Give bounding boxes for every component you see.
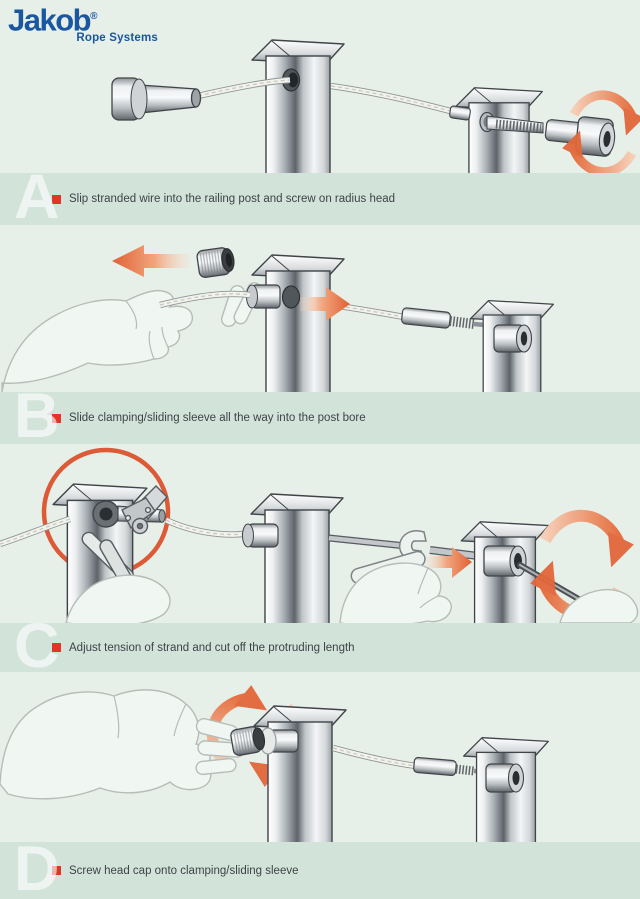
step-caption-text: Adjust tension of strand and cut off the…	[69, 641, 355, 654]
arrow-left-icon	[112, 245, 190, 277]
step-c-illustration	[0, 447, 640, 623]
thread	[449, 316, 475, 329]
step-letter: C	[14, 610, 60, 681]
post-fitting	[493, 324, 533, 353]
railing-post	[253, 705, 347, 842]
swage-terminal	[449, 105, 471, 121]
head-cap	[230, 726, 266, 756]
step-letter: D	[14, 833, 60, 899]
bullet-icon	[52, 194, 61, 204]
step-caption: Adjust tension of strand and cut off the…	[52, 642, 355, 654]
step-letter: A	[14, 162, 60, 233]
post-bore-hole-inner	[288, 72, 298, 88]
sleeve-in-bore	[246, 284, 301, 309]
wire-rope	[0, 515, 71, 548]
step-d-caption-band: D Screw head cap onto clamping/sliding s…	[0, 837, 640, 899]
post-fitting	[483, 545, 527, 577]
wire-rope	[164, 517, 249, 538]
arrow-right-icon	[300, 287, 350, 321]
brand-logo: Jakob® Rope Systems	[8, 2, 158, 44]
registered-mark: ®	[90, 11, 98, 22]
brand-name: Jakob®	[8, 2, 98, 38]
railing-post	[251, 39, 345, 175]
hand-outline	[0, 689, 245, 800]
clamping-sliding-sleeve	[242, 523, 279, 548]
hand-outline	[339, 562, 639, 623]
post-fitting	[485, 763, 525, 793]
clamping-sliding-sleeve	[259, 727, 299, 755]
step-caption-text: Slide clamping/sliding sleeve all the wa…	[69, 412, 366, 424]
railing-post	[251, 254, 345, 392]
bullet-icon	[52, 643, 61, 652]
thread	[495, 119, 542, 133]
step-b-illustration	[1, 245, 555, 392]
clamping-sliding-sleeve	[196, 247, 235, 278]
step-caption-text: Slip stranded wire into the railing post…	[69, 193, 396, 205]
thread	[455, 764, 475, 776]
step-caption: Slide clamping/sliding sleeve all the wa…	[52, 412, 366, 424]
bullet-icon	[52, 413, 61, 423]
step-caption-text: Screw head cap onto clamping/sliding sle…	[69, 864, 299, 877]
wire-rope	[197, 76, 459, 117]
step-a-caption-band: A Slip stranded wire into the railing po…	[0, 166, 640, 229]
step-d-illustration	[0, 672, 549, 842]
radius-head	[111, 77, 202, 121]
step-a-illustration	[111, 39, 640, 175]
step-letter: B	[14, 381, 60, 452]
step-b-caption-band: B Slide clamping/sliding sleeve all the …	[0, 385, 640, 448]
hand-outline	[65, 574, 171, 623]
step-c-caption-band: C Adjust tension of strand and cut off t…	[0, 614, 640, 677]
step-caption: Slip stranded wire into the railing post…	[52, 193, 395, 205]
brand-subtitle: Rope Systems	[76, 32, 158, 45]
threaded-terminal	[479, 111, 544, 134]
arrow-right-icon	[426, 547, 472, 578]
railing-post	[250, 493, 344, 623]
bullet-icon	[52, 866, 61, 875]
wire-rope	[332, 744, 417, 770]
step-caption: Screw head cap onto clamping/sliding sle…	[52, 865, 299, 877]
